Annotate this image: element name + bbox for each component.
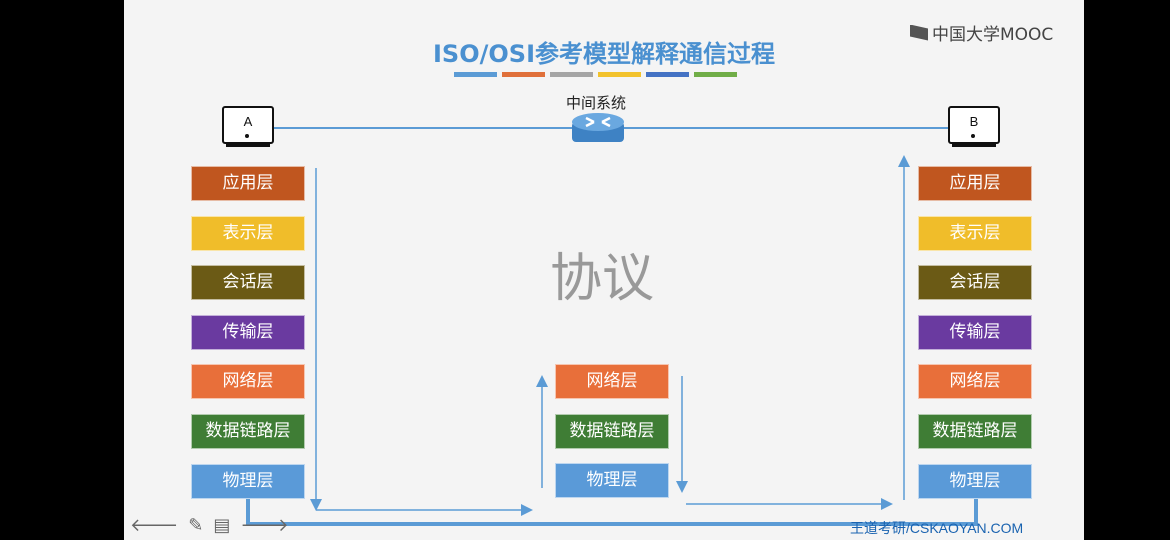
- back-arrow-icon[interactable]: 🡐: [130, 515, 179, 536]
- slide-title: ISO/OSI参考模型解释通信过程: [433, 40, 775, 68]
- forward-arrow-icon[interactable]: 🡒: [240, 515, 289, 536]
- left_stack-layer: 传输层: [191, 314, 305, 350]
- left_stack-layer: 数据链路层: [191, 414, 305, 449]
- mooc-logo-icon: [910, 24, 928, 41]
- title-color-bar: [598, 72, 641, 77]
- right_stack-layer: 物理层: [918, 463, 1032, 499]
- left_stack-layer: 网络层: [191, 364, 305, 400]
- middle-system-label: 中间系统: [566, 94, 627, 112]
- presentation-toolbar: 🡐 ✎ ▤ 🡒: [130, 516, 289, 536]
- host-b-label: B: [969, 114, 979, 129]
- physical-link: [246, 498, 978, 526]
- right_stack-layer: 表示层: [918, 215, 1032, 251]
- router-icon: [572, 113, 624, 142]
- title-color-bar: [550, 72, 593, 77]
- left_stack-layer: 会话层: [191, 265, 305, 301]
- protocol-text: 协议: [550, 249, 655, 309]
- title-color-bar: [502, 72, 545, 77]
- middle_stack-layer: 物理层: [555, 463, 669, 499]
- pen-icon[interactable]: ✎: [188, 515, 204, 536]
- menu-icon[interactable]: ▤: [213, 515, 231, 536]
- right_stack-layer: 网络层: [918, 364, 1032, 400]
- host-a-computer-icon: A: [222, 106, 274, 150]
- left_stack-layer: 物理层: [191, 463, 305, 499]
- right_stack-layer: 会话层: [918, 265, 1032, 301]
- title-color-bar: [694, 72, 737, 77]
- watermark: 王道考研/CSKAOYAN.COM: [850, 520, 1024, 536]
- right_stack-layer: 应用层: [918, 166, 1032, 201]
- left_stack-layer: 应用层: [191, 166, 305, 201]
- right_stack-layer: 数据链路层: [918, 414, 1032, 449]
- host-b-computer-icon: B: [948, 106, 1000, 150]
- title-color-bar: [646, 72, 689, 77]
- mooc-logo-text: 中国大学MOOC: [932, 25, 1054, 45]
- connection-lines: [246, 127, 978, 526]
- title-color-bar: [454, 72, 497, 77]
- slide: ISO/OSI参考模型解释通信过程 中国大学MOOC 中间系统 A B 协议 应…: [124, 0, 1084, 540]
- right_stack-layer: 传输层: [918, 314, 1032, 350]
- left_stack-layer: 表示层: [191, 215, 305, 251]
- title-color-bars: [454, 72, 737, 77]
- middle_stack-layer: 数据链路层: [555, 413, 669, 449]
- mooc-logo: 中国大学MOOC: [910, 20, 1053, 45]
- host-a-label: A: [243, 114, 253, 129]
- middle_stack-layer: 网络层: [555, 364, 669, 399]
